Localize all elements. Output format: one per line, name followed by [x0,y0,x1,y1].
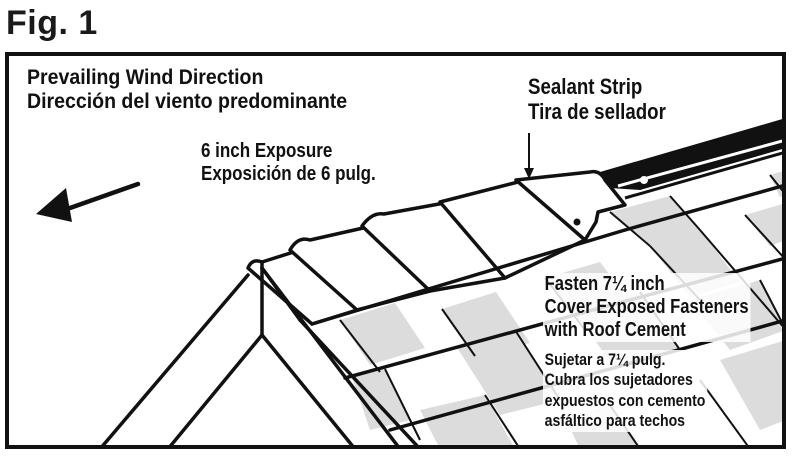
sealant-strip-en: Sealant Strip [528,74,643,99]
fasten-line-1: Fasten 7¼ inch [544,273,665,295]
wind-direction-label: Prevailing Wind Direction Dirección del … [27,66,347,114]
diagram-frame: Prevailing Wind Direction Dirección del … [5,52,786,449]
fasten-line-3: with Roof Cement [544,319,686,341]
roof-ridge-illustration [36,119,782,445]
sealant-strip-es: Tira de sellador [528,99,666,125]
sujetar-line-2: Cubra los sujetadores [544,370,693,390]
fasten-instructions-en: Fasten 7¼ inch Cover Exposed Fasteners w… [543,273,751,342]
sujetar-line-1: Sujetar a 7¼ pulg. [544,350,666,369]
ridge-cap-shingles [246,169,627,326]
exposure-en: 6 inch Exposure [201,140,333,162]
figure-title: Fig. 1 [6,4,98,42]
sujetar-line-3: expuestos con cemento [544,390,706,410]
fasten-line-2: Cover Exposed Fasteners [544,296,749,318]
sealant-strip-label: Sealant Strip Tira de sellador [528,74,666,125]
ridge-vent-strip [600,119,782,200]
sealant-pointer-arrow-icon [524,133,534,179]
exposure-es: Exposición de 6 pulg. [201,163,376,185]
sujetar-line-4: asfáltico para techos [544,411,686,431]
fasten-instructions-es: Sujetar a 7¼ pulg. Cubra los sujetadores… [543,350,708,432]
wind-direction-es: Dirección del viento predominante [27,90,348,114]
exposure-label: 6 inch Exposure Exposición de 6 pulg. [201,140,376,186]
wind-arrow-icon [36,181,141,222]
wind-direction-en: Prevailing Wind Direction [27,66,264,89]
